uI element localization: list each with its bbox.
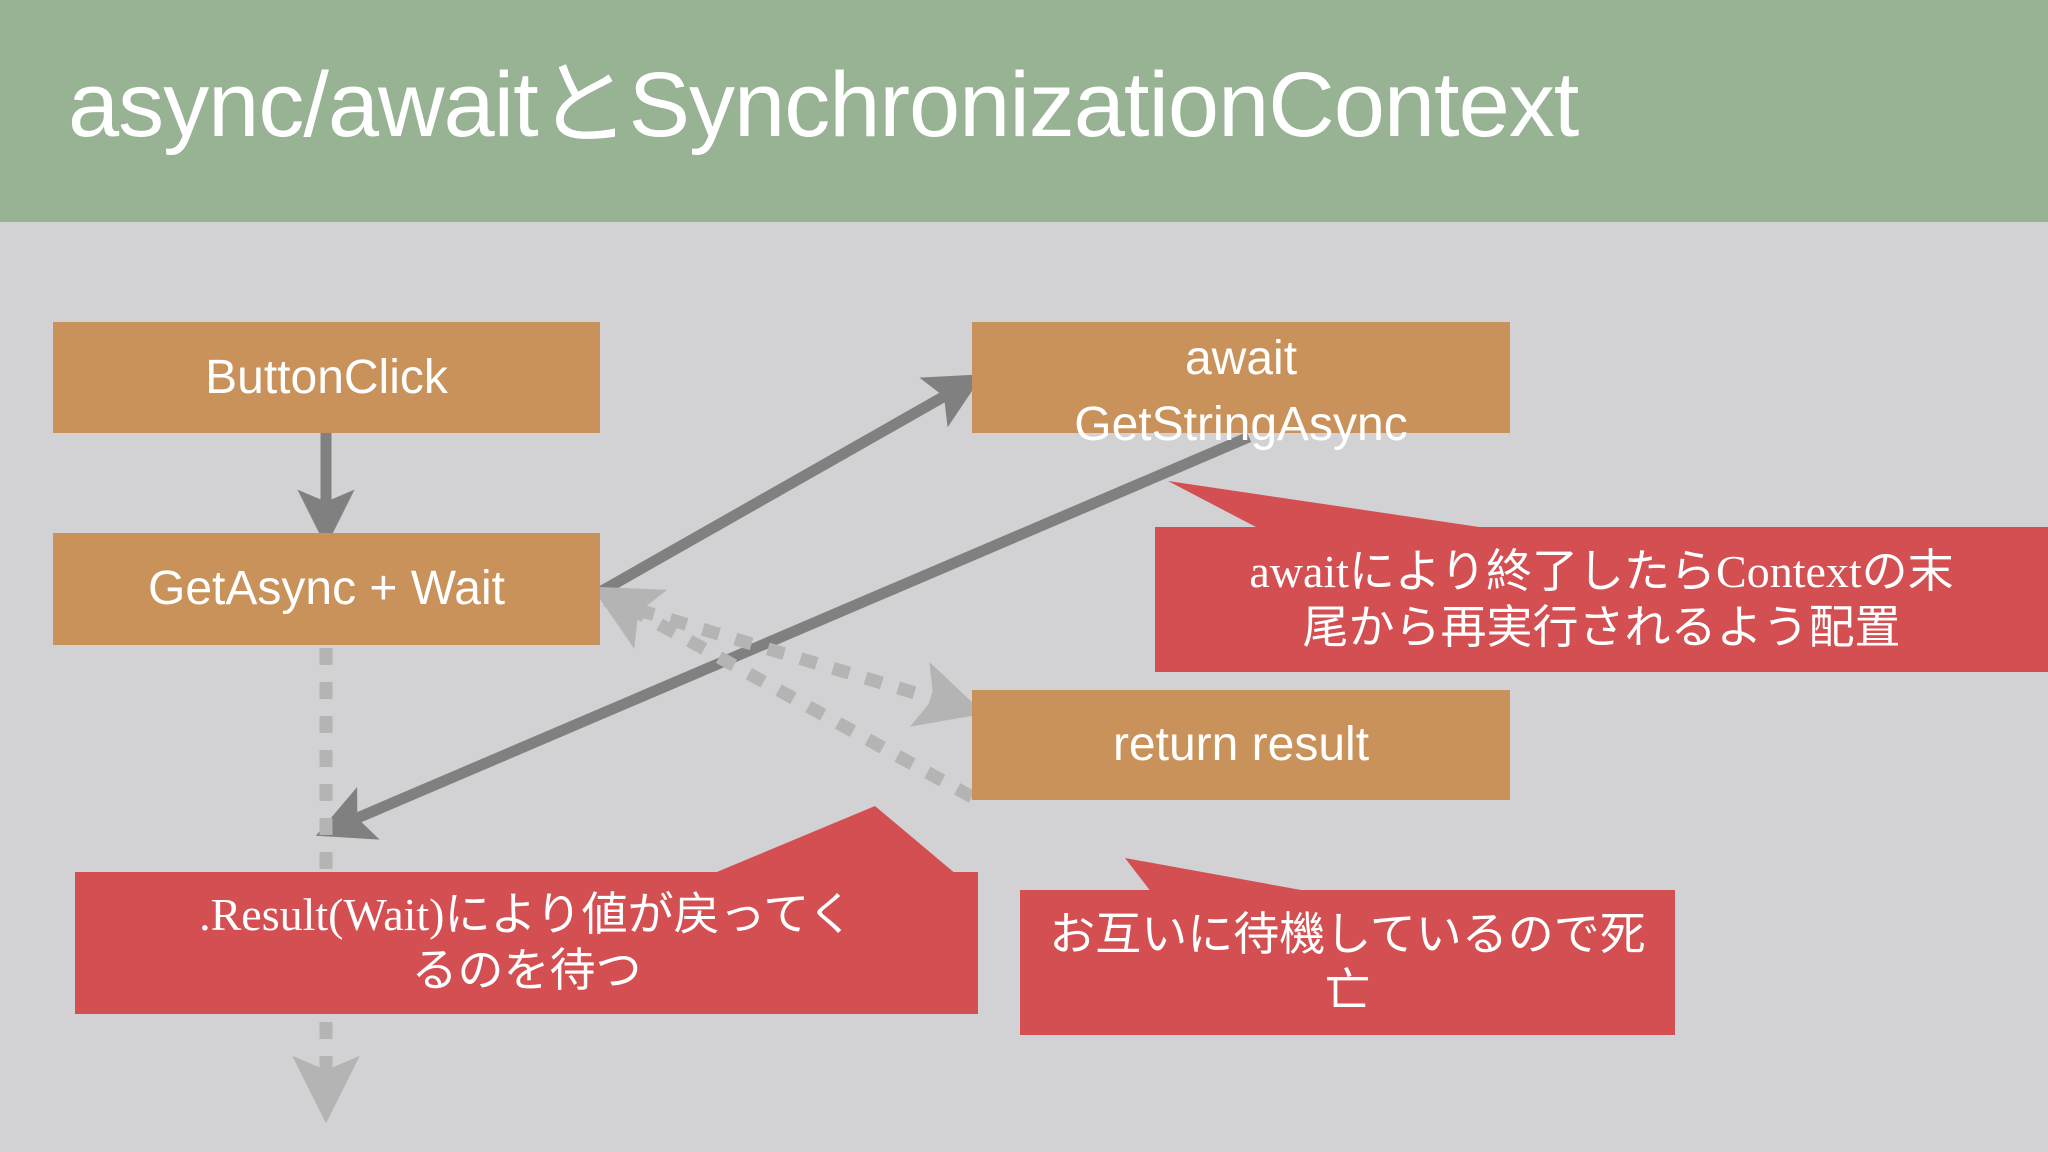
node-await-get-string-async[interactable]: await GetStringAsync (972, 322, 1510, 451)
page-title: async/awaitとSynchronizationContext (68, 54, 1579, 156)
header-band (0, 0, 2048, 222)
callout-await-context-text: awaitにより終了したらContextの末 尾から再実行されるよう配置 (1249, 545, 1954, 653)
node-button-click[interactable]: ButtonClick (53, 322, 600, 433)
arrow-returnresult-to-getasync (591, 586, 976, 803)
callout-deadlock-text: お互いに待機しているので死亡 (1049, 908, 1646, 1016)
arrow-getasync-to-await (597, 374, 984, 597)
arrow-getasync-to-returnresult (603, 593, 985, 727)
callout-await-context: awaitにより終了したらContextの末 尾から再実行されるよう配置 (1155, 527, 2048, 672)
callout-result-wait: .Result(Wait)により値が戻ってく るのを待つ (75, 872, 978, 1014)
node-button-click-label: ButtonClick (205, 350, 448, 404)
arrow-await-to-downleft (315, 431, 1252, 840)
node-await-get-string-async-label: await GetStringAsync (1074, 332, 1408, 451)
node-get-async-wait[interactable]: GetAsync + Wait (53, 533, 600, 645)
node-return-result[interactable]: return result (972, 690, 1510, 800)
callout-result-wait-text: .Result(Wait)により値が戻ってく るのを待つ (199, 889, 854, 996)
node-get-async-wait-label: GetAsync + Wait (148, 562, 505, 615)
callout-deadlock: お互いに待機しているので死亡 (1020, 890, 1675, 1035)
node-return-result-label: return result (1112, 718, 1370, 771)
